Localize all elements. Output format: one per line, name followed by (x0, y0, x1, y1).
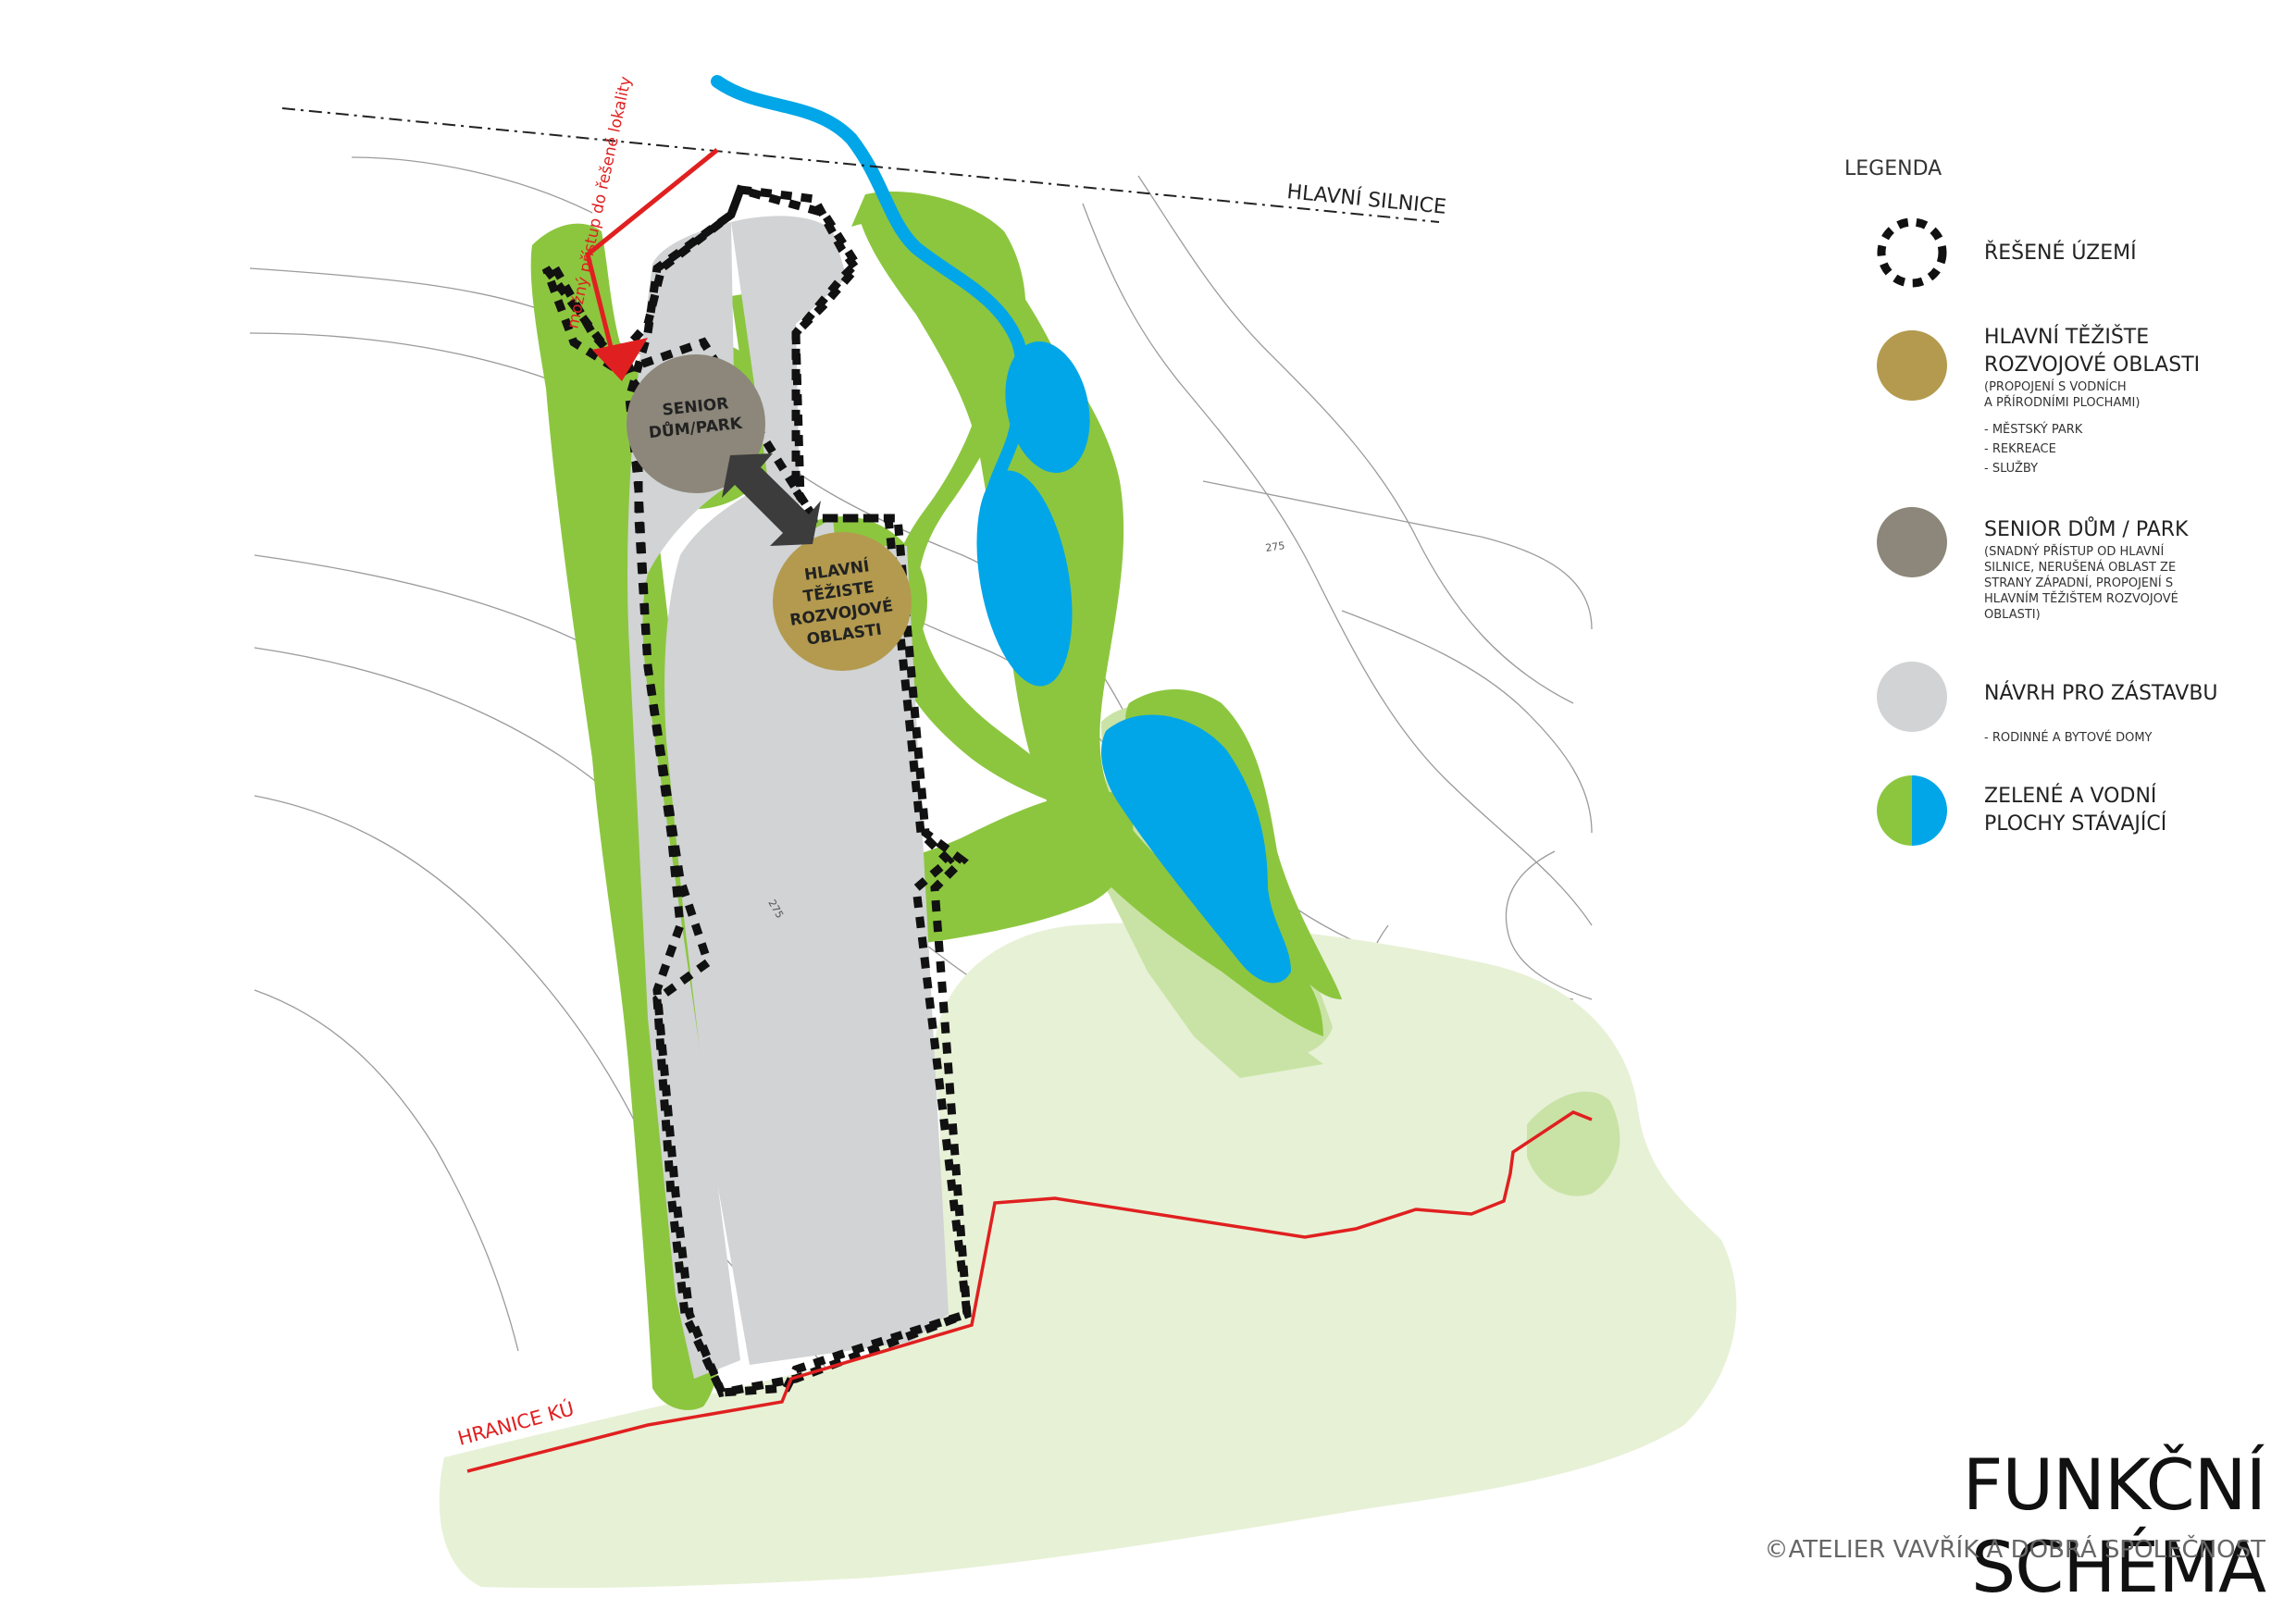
legend-item-green-water: ZELENÉ A VODNÍ PLOCHY STÁVAJÍCÍ (1877, 775, 2265, 868)
main-development-center-zone (773, 532, 912, 671)
legend-label-build-proposal: NÁVRH PRO ZÁSTAVBU (1984, 682, 2218, 705)
contour-label-east: 275 (1265, 539, 1286, 554)
legend-title: LEGENDA (1844, 157, 1942, 180)
water-areas (711, 75, 1291, 984)
legend-label-development-center: HLAVNÍ TĚŽIŠTE ROZVOJOVÉ OBLASTI (1984, 326, 2201, 377)
cadastral-border-line (466, 1110, 1593, 1473)
senior-house-swatch (1877, 507, 1947, 577)
legend-label-green-water: ZELENÉ A VODNÍ PLOCHY STÁVAJÍCÍ (1984, 785, 2167, 836)
legend-item-senior-house: SENIOR DŮM / PARK (SNADNÝ PŘÍSTUP OD HLA… (1877, 507, 2265, 655)
pond-south (1101, 714, 1291, 984)
copyright-text: ©ATELIER VAVŘÍK A DOBRÁ SPOLEČNOST (1764, 1536, 2265, 1564)
solved-area-boundary (552, 185, 972, 1397)
legend-item-build-proposal: NÁVRH PRO ZÁSTAVBU - RODINNÉ A BYTOVÉ DO… (1877, 662, 2265, 754)
dotted-circle-icon (1877, 217, 1947, 288)
pond-middle (976, 470, 1073, 687)
solved-area-boundary-outline (541, 184, 972, 1398)
pond-north (1005, 341, 1090, 474)
legend-note-senior-house: (SNADNÝ PŘÍSTUP OD HLAVNÍ SILNICE, NERUŠ… (1984, 545, 2178, 622)
pale-green-areas (439, 923, 1737, 1589)
main-road-line (281, 107, 1440, 223)
legend-list-development-center: - MĚSTSKÝ PARK - REKREACE - SLUŽBY (1984, 423, 2083, 476)
access-arrow-head (592, 338, 648, 381)
connection-double-arrow (722, 453, 821, 546)
page-title: FUNKČNÍ SCHÉMA (1962, 1443, 2266, 1608)
build-proposal-swatch (1877, 662, 1947, 732)
east-green-river-strip (861, 204, 1323, 1036)
legend-note-development-center: (PROPOJENÍ S VODNÍCH A PŘÍRODNÍMI PLOCHA… (1984, 380, 2141, 410)
legend-item-solved-area: ŘEŠENÉ ÚZEMÍ (1877, 217, 2265, 301)
legend-label-senior-house: SENIOR DŮM / PARK (1984, 518, 2189, 541)
main-road-label: HLAVNÍ SILNICE (1285, 180, 1447, 219)
legend-label-solved-area: ŘEŠENÉ ÚZEMÍ (1984, 242, 2137, 265)
legend-item-development-center: HLAVNÍ TĚŽIŠTE ROZVOJOVÉ OBLASTI (PROPOJ… (1877, 319, 2265, 486)
legend-list-build-proposal: - RODINNÉ A BYTOVÉ DOMY (1984, 731, 2153, 745)
access-route-line (585, 148, 719, 366)
green-water-swatch (1877, 775, 1947, 846)
development-center-swatch (1877, 330, 1947, 401)
